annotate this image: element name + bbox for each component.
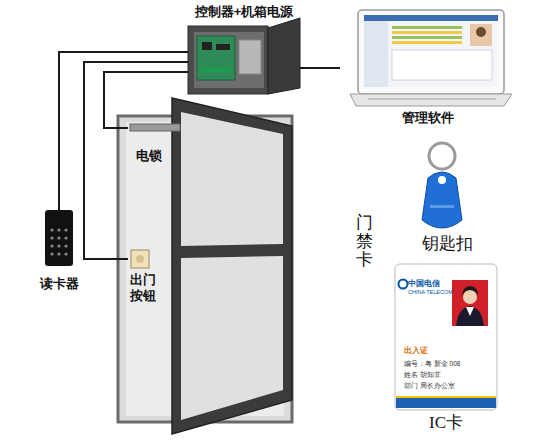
door-panel [172, 98, 292, 434]
key [50, 228, 53, 231]
key [50, 244, 53, 247]
app-titlebar [364, 15, 498, 21]
wire [59, 52, 188, 210]
node-label: 钥匙扣 [412, 234, 482, 254]
wire [84, 62, 188, 259]
exit-button-knob [136, 255, 144, 263]
exit-button-plate [131, 250, 149, 268]
electric-lock-node: 电锁 [128, 124, 184, 168]
chip [216, 44, 230, 50]
node-label: 中国电信 [408, 279, 440, 289]
node-label: CHINA TELECOM [408, 289, 453, 296]
circuit-board [197, 36, 235, 80]
key [57, 236, 60, 239]
app-row [392, 26, 462, 29]
door-glass [181, 112, 283, 246]
node-label: 控制器+机箱电源 [188, 4, 300, 20]
app-row [392, 41, 462, 44]
app-panel [392, 50, 492, 80]
card-reader-body [45, 210, 73, 266]
laptop-display [364, 15, 498, 87]
ic-card-node: 中国电信CHINA TELECOM 出入证编号：粤 新金 008 姓名 胡知非部门 … [393, 262, 499, 436]
wire [104, 72, 188, 128]
key [64, 252, 67, 255]
chip [202, 42, 212, 50]
key [57, 252, 60, 255]
node-label: IC卡 [393, 413, 499, 433]
key [50, 236, 53, 239]
lock-bar [130, 124, 180, 131]
app-sidebar [364, 21, 388, 87]
node-label: 读卡器 [37, 276, 81, 292]
power-supply [239, 40, 261, 74]
node-label: 姓名 胡知非 [404, 371, 441, 379]
key [57, 228, 60, 231]
id-photo [452, 280, 488, 326]
app-row [392, 31, 462, 34]
key [64, 236, 67, 239]
exit-button-node: 出门按钮 [128, 248, 164, 308]
node-label: 部门 局长办公室 [404, 382, 455, 390]
key [64, 244, 67, 247]
key [64, 228, 67, 231]
node-label: 出门按钮 [130, 272, 157, 303]
app-photo-face [476, 27, 486, 37]
vertical-label: 门禁卡 [356, 214, 373, 270]
app-row [392, 36, 462, 39]
node-label: 管理软件 [340, 110, 515, 126]
key-ring [429, 143, 455, 169]
photo-collar [466, 307, 474, 316]
controller-node: 控制器+机箱电源 [188, 4, 300, 96]
photo-face [463, 290, 477, 304]
card-reader-node: 读卡器 [37, 210, 81, 298]
photo-suit [456, 306, 484, 326]
key-fob-node: 钥匙扣 [412, 140, 482, 256]
card-stripe [396, 396, 496, 398]
laptop-base [350, 94, 512, 106]
key-fob-print [430, 205, 454, 208]
laptop-keyboard [368, 98, 496, 100]
terminal-strip [201, 68, 231, 72]
key-fob-hole [438, 176, 446, 184]
key [50, 252, 53, 255]
door-glass [181, 256, 283, 420]
controller-box [188, 26, 268, 94]
app-photo [470, 24, 492, 46]
laptop-screen [358, 10, 504, 94]
card-band [396, 398, 496, 408]
ic-card [395, 264, 497, 410]
photo-hair [462, 286, 478, 296]
telecom-logo [399, 280, 408, 289]
wire [300, 67, 340, 69]
key-fob-tag [422, 172, 462, 228]
keypad [50, 228, 67, 255]
box-door-flap [268, 18, 300, 94]
node-label: 编号：粤 新金 008 [404, 360, 460, 368]
node-label: 出入证 [404, 346, 428, 356]
key [57, 244, 60, 247]
management-software-node: 管理软件 [340, 8, 515, 128]
controller-inner [194, 32, 264, 88]
node-label: 电锁 [136, 148, 162, 164]
